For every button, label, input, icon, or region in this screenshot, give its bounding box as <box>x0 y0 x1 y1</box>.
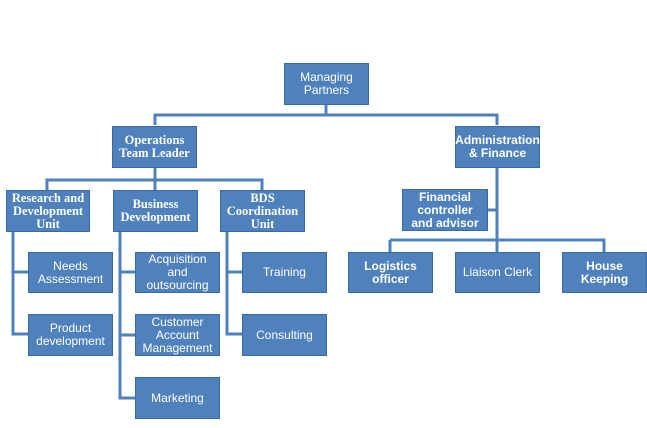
node-marketing: Marketing <box>135 377 220 419</box>
connector-admin-staff <box>390 238 606 252</box>
node-customer-account-management: Customer Account Management <box>135 314 220 356</box>
node-product-development: Product development <box>28 314 113 356</box>
node-acquisition-outsourcing: Acquisition and outsourcing <box>135 252 220 293</box>
connector-bds-children <box>225 232 242 336</box>
connector-ops-to-units <box>45 168 157 190</box>
connector-bizdev-children <box>118 232 135 400</box>
node-logistics-officer: Logistics officer <box>348 252 433 293</box>
node-training: Training <box>242 252 327 293</box>
connector-ops-to-bds <box>155 178 264 190</box>
node-administration-finance: Administration & Finance <box>455 126 540 168</box>
node-needs-assessment: Needs Assessment <box>28 252 113 293</box>
node-consulting: Consulting <box>242 314 327 356</box>
connector-split-to-admin <box>326 113 499 125</box>
connector-rd-children <box>11 232 28 336</box>
node-business-development: Business Development <box>113 190 198 232</box>
node-bds-coordination-unit: BDS Coordination Unit <box>220 190 305 232</box>
node-managing-partners: Managing Partners <box>284 63 369 105</box>
connector-managing-to-split <box>153 104 328 125</box>
node-house-keeping: House Keeping <box>562 252 647 293</box>
node-research-development-unit: Research and Development Unit <box>6 190 90 232</box>
node-liaison-clerk: Liaison Clerk <box>455 252 540 293</box>
node-operations-team-leader: Operations Team Leader <box>112 126 197 168</box>
node-financial-controller-advisor: Financial controller and advisor <box>402 189 488 231</box>
